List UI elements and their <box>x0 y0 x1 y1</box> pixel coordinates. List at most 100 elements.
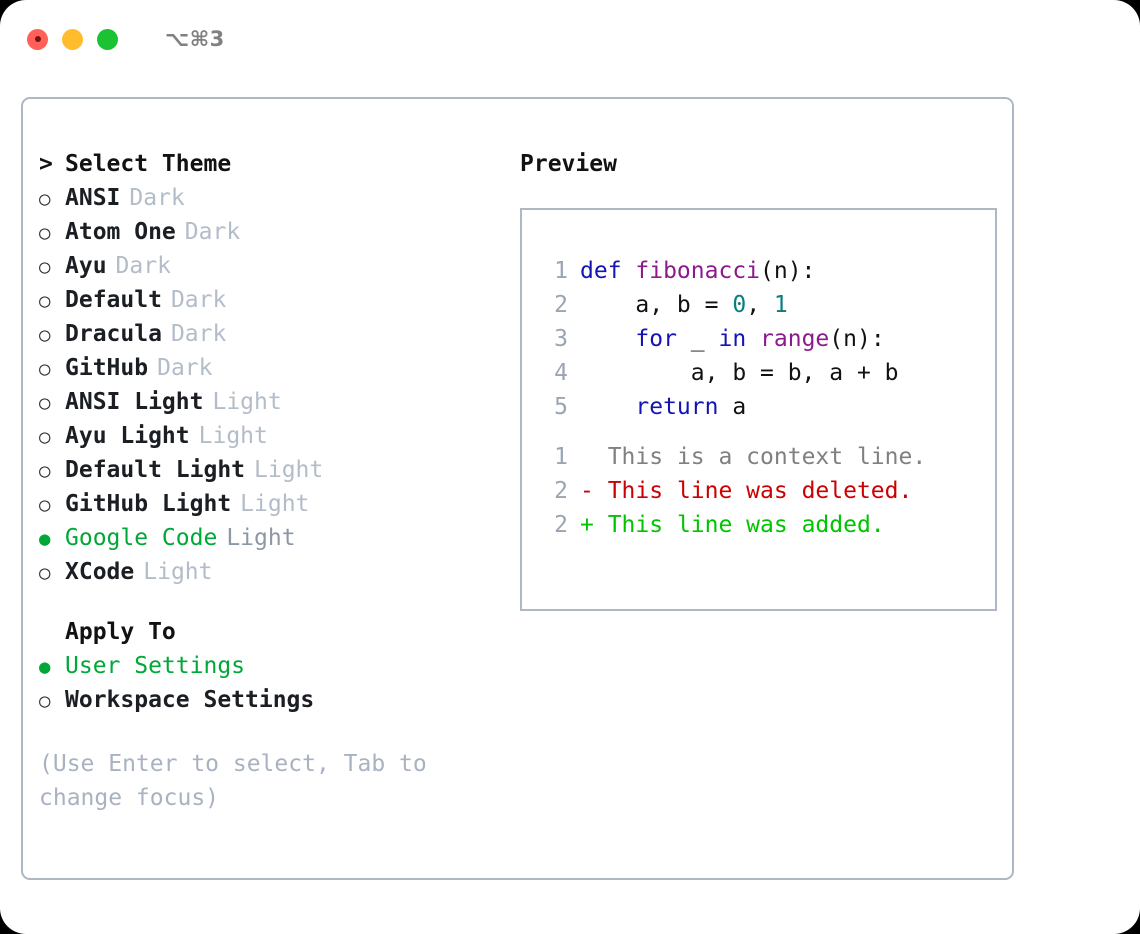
theme-list-item[interactable]: ○ Default Dark <box>39 287 501 321</box>
code-line: 3 for _ in range(n): <box>538 326 995 360</box>
preview-title: Preview <box>520 151 617 177</box>
radio-unselected-icon[interactable]: ○ <box>39 494 51 516</box>
select-theme-header: > Select Theme <box>39 151 501 185</box>
code-line-text: a, b = 0, 1 <box>580 292 787 318</box>
minimize-button-icon[interactable] <box>62 28 83 50</box>
radio-unselected-icon[interactable]: ○ <box>39 392 51 414</box>
radio-unselected-icon[interactable]: ○ <box>39 188 51 210</box>
apply-to-list: ●User Settings○Workspace Settings <box>39 653 501 721</box>
code-token: def <box>580 258 636 284</box>
theme-name-label: Google Code <box>65 525 218 551</box>
diff-line: 1 This is a context line. <box>538 444 995 478</box>
code-token: _ <box>676 326 719 352</box>
zoom-button-icon[interactable] <box>97 28 118 50</box>
line-number: 3 <box>554 326 568 352</box>
apply-to-option[interactable]: ○Workspace Settings <box>39 687 501 721</box>
code-token: for <box>635 326 677 352</box>
radio-unselected-icon[interactable]: ○ <box>39 690 51 712</box>
radio-unselected-icon[interactable]: ○ <box>39 426 51 448</box>
radio-unselected-icon[interactable]: ○ <box>39 460 51 482</box>
apply-to-label: Apply To <box>65 619 176 645</box>
code-line-text: return a <box>580 394 746 420</box>
keyboard-shortcut-label: ⌥⌘3 <box>165 27 225 51</box>
code-token: (n): <box>829 326 885 352</box>
radio-unselected-icon[interactable]: ○ <box>39 222 51 244</box>
keyboard-hint-text: (Use Enter to select, Tab to change focu… <box>39 751 441 811</box>
line-number: 2 <box>554 512 568 538</box>
code-line: 2 a, b = 0, 1 <box>538 292 995 326</box>
theme-variant-tag: Dark <box>184 219 241 245</box>
theme-variant-tag: Dark <box>129 185 185 211</box>
theme-list-item[interactable]: ○ Atom One Dark <box>39 219 501 253</box>
theme-name-label: Atom One <box>65 219 176 245</box>
code-token: , <box>746 292 774 318</box>
radio-selected-icon[interactable]: ● <box>39 528 51 550</box>
diff-line-text: - This line was deleted. <box>580 478 912 504</box>
theme-variant-tag: Light <box>240 491 310 517</box>
diff-sign <box>580 444 594 470</box>
radio-unselected-icon[interactable]: ○ <box>39 358 51 380</box>
diff-text: This line was added. <box>593 512 885 538</box>
theme-variant-tag: Dark <box>170 321 227 347</box>
diff-line-text: This is a context line. <box>580 444 927 470</box>
diff-text: This is a context line. <box>593 444 927 470</box>
code-token <box>746 326 760 352</box>
radio-unselected-icon[interactable]: ○ <box>39 562 51 584</box>
close-button-icon[interactable] <box>27 28 48 50</box>
line-number: 4 <box>554 360 568 386</box>
theme-variant-tag: Light <box>212 389 282 415</box>
theme-name-label: ANSI <box>65 185 121 211</box>
theme-variant-tag: Light <box>198 423 268 449</box>
theme-name-label: Default Light <box>65 457 246 483</box>
theme-name-label: GitHub <box>65 355 149 381</box>
code-line: 1 def fibonacci(n): <box>538 258 995 292</box>
theme-variant-tag: Dark <box>115 253 171 279</box>
code-token <box>580 394 635 420</box>
line-number: 2 <box>554 292 568 318</box>
radio-unselected-icon[interactable]: ○ <box>39 324 51 346</box>
code-line: 4 a, b = b, a + b <box>538 360 995 394</box>
theme-list-item[interactable]: ○ ANSI Dark <box>39 185 501 219</box>
code-line-text: a, b = b, a + b <box>580 360 899 386</box>
diff-sample-block: 1 This is a context line.2- This line wa… <box>538 444 995 546</box>
code-line-text: for _ in range(n): <box>580 326 885 352</box>
diff-line-text: + This line was added. <box>580 512 885 538</box>
radio-unselected-icon[interactable]: ○ <box>39 290 51 312</box>
theme-list-item[interactable]: ○ Ayu Dark <box>39 253 501 287</box>
code-token <box>580 326 635 352</box>
radio-selected-icon[interactable]: ● <box>39 656 51 678</box>
theme-name-label: Default <box>65 287 162 313</box>
code-line-text: def fibonacci(n): <box>580 258 815 284</box>
theme-name-label: Dracula <box>65 321 162 347</box>
traffic-lights <box>27 28 118 50</box>
theme-list-item[interactable]: ○ ANSI Light Light <box>39 389 501 423</box>
line-number: 1 <box>554 258 568 284</box>
theme-variant-tag: Dark <box>170 287 227 313</box>
line-number: 5 <box>554 394 568 420</box>
titlebar: ⌥⌘3 <box>0 0 1140 78</box>
theme-name-label: Ayu <box>65 253 107 279</box>
line-number: 1 <box>554 444 568 470</box>
theme-variant-tag: Light <box>226 525 296 551</box>
diff-sign: - <box>580 478 594 504</box>
code-token: range <box>760 326 830 352</box>
diff-text: This line was deleted. <box>593 478 913 504</box>
theme-list-item[interactable]: ● Google Code Light <box>39 525 501 559</box>
theme-list-item[interactable]: ○ Dracula Dark <box>39 321 501 355</box>
radio-unselected-icon[interactable]: ○ <box>39 256 51 278</box>
code-token: (n): <box>760 258 816 284</box>
diff-line: 2 + This line was added. <box>538 512 995 546</box>
theme-name-label: ANSI Light <box>65 389 204 415</box>
code-token: fibonacci <box>635 258 761 284</box>
apply-to-option[interactable]: ●User Settings <box>39 653 501 687</box>
apply-to-header-spacer: ○ <box>39 619 65 645</box>
